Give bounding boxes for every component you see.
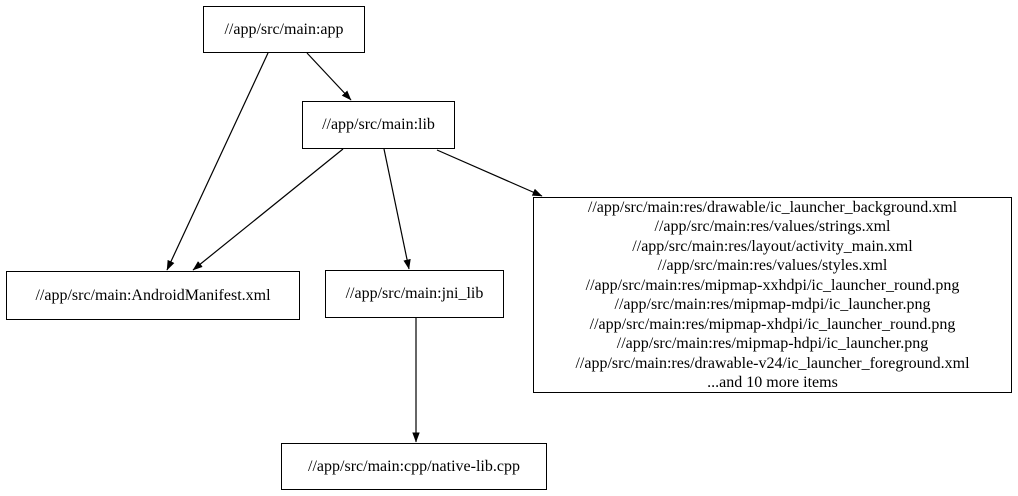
resource-line: //app/src/main:res/mipmap-xxhdpi/ic_laun… (585, 276, 960, 294)
node-app-label: //app/src/main:app (224, 20, 344, 38)
node-native-lib-cpp: //app/src/main:cpp/native-lib.cpp (281, 443, 547, 490)
edge-app-to-lib (306, 52, 352, 101)
edge-app-to-manifest (166, 52, 269, 271)
resource-line: //app/src/main:res/mipmap-hdpi/ic_launch… (616, 335, 929, 352)
node-lib-label: //app/src/main:lib (322, 116, 435, 133)
edge-lib-to-manifest (192, 148, 344, 271)
node-jni-lib: //app/src/main:jni_lib (325, 270, 504, 318)
resource-line-more-items: ...and 10 more items (707, 374, 838, 391)
resource-line: //app/src/main:res/drawable-v24/ic_launc… (575, 354, 970, 372)
resource-line: //app/src/main:res/values/strings.xml (654, 218, 891, 235)
resource-line: //app/src/main:res/values/styles.xml (657, 257, 888, 274)
edge-lib-to-resources (436, 149, 543, 197)
node-native-lib-cpp-label: //app/src/main:cpp/native-lib.cpp (308, 457, 520, 475)
node-app: //app/src/main:app (203, 6, 365, 53)
node-jni-lib-label: //app/src/main:jni_lib (345, 285, 484, 302)
node-android-manifest-label: //app/src/main:AndroidManifest.xml (35, 286, 271, 304)
resource-line: //app/src/main:res/layout/activity_main.… (632, 237, 913, 255)
node-resources-group: //app/src/main:res/drawable/ic_launcher_… (533, 197, 1012, 393)
node-lib: //app/src/main:lib (302, 101, 455, 149)
edge-lib-to-jni-lib (383, 148, 411, 270)
node-android-manifest: //app/src/main:AndroidManifest.xml (6, 271, 300, 320)
resource-line: //app/src/main:res/drawable/ic_launcher_… (587, 198, 958, 216)
resource-line: //app/src/main:res/mipmap-mdpi/ic_launch… (614, 296, 931, 313)
resource-line: //app/src/main:res/mipmap-xhdpi/ic_launc… (589, 315, 956, 333)
